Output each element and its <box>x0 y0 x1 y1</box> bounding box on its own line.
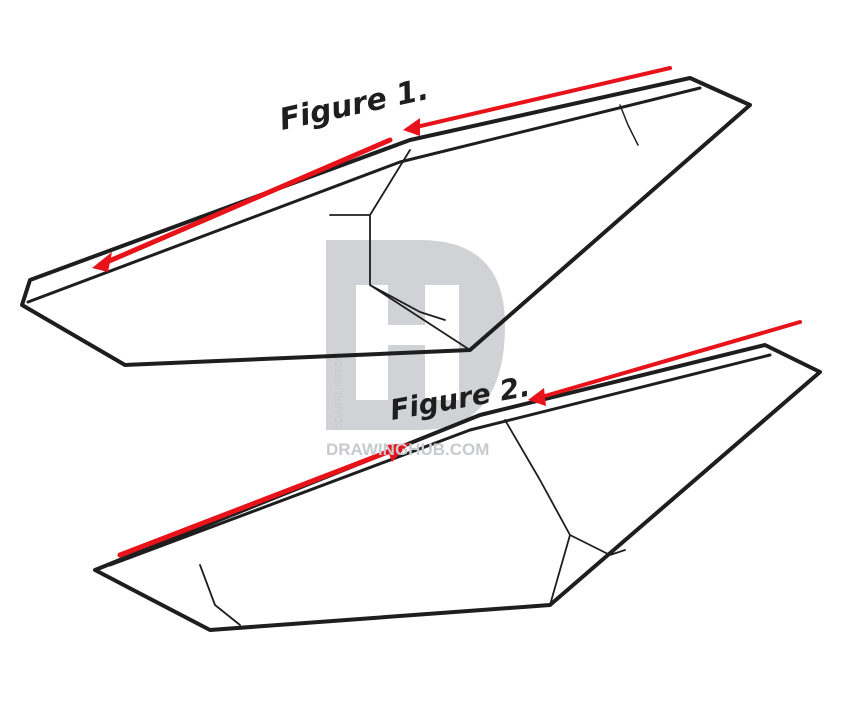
figure-1-shape <box>20 76 752 367</box>
figure-2-arrows <box>117 320 802 558</box>
watermark-credit: ©DARKONATOR <box>334 353 345 430</box>
watermark-site: DRAWINGHUB.COM <box>326 440 489 459</box>
watermark-logo: ©DARKONATOR <box>326 240 505 430</box>
figure-1-arrows <box>92 66 672 272</box>
figure-2-shape <box>93 343 822 632</box>
